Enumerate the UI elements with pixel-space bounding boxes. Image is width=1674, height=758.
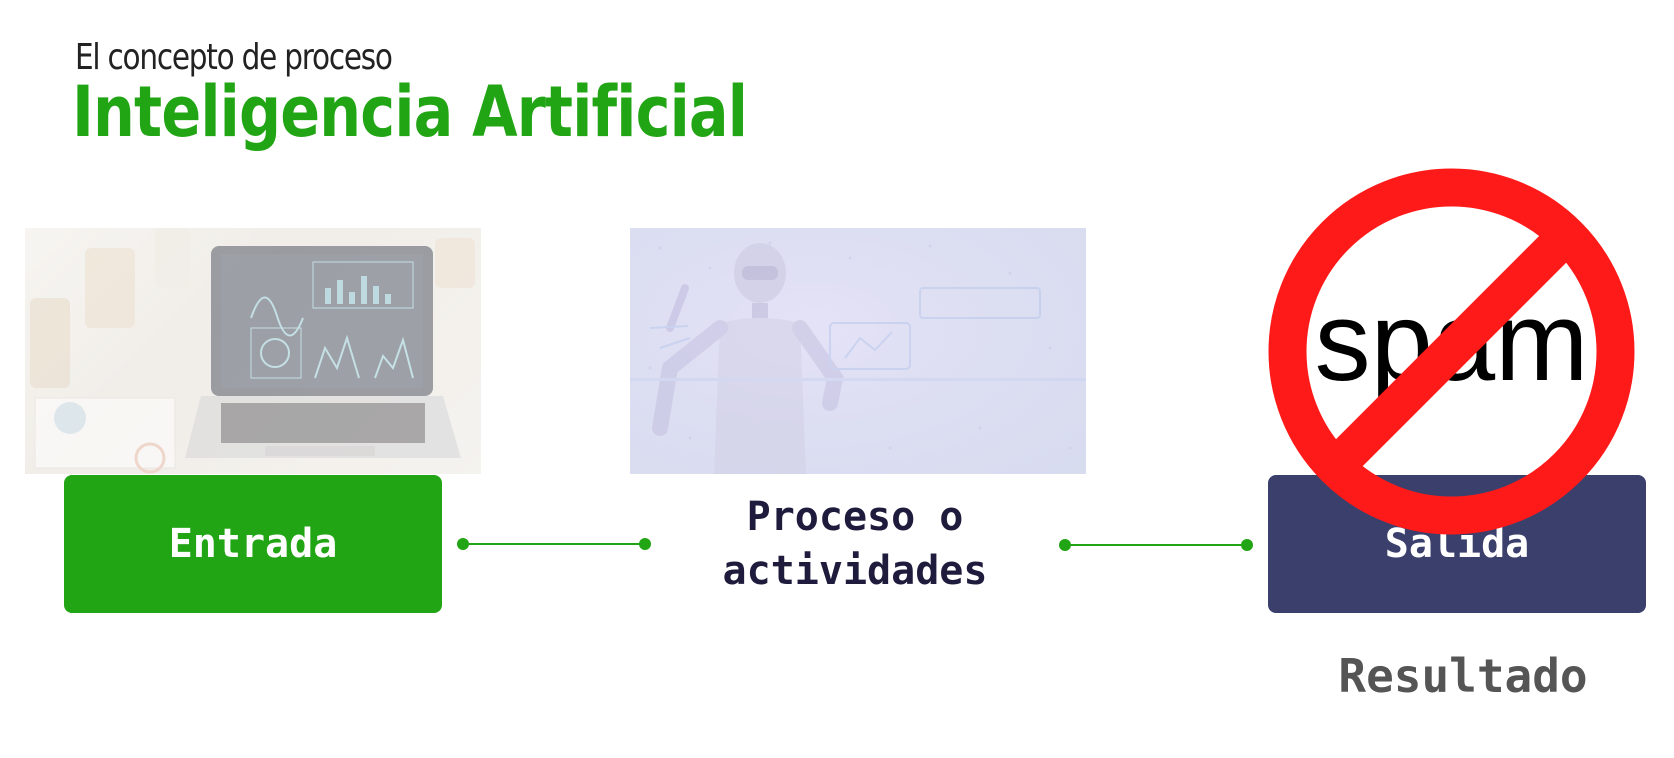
connector-dot-right [1241,539,1253,551]
prohibition-ring [1268,168,1635,535]
process-label-line2: actividades [722,548,988,594]
connector-dot-right [639,538,651,550]
robot-photo-illustration [630,241,1086,474]
input-label: Entrada [168,521,338,567]
slide-title: Inteligencia Artificial [72,71,748,153]
no-spam-icon: spam [1268,168,1635,535]
connector-input-process [457,538,651,550]
laptop-dashboard-photo [25,228,481,474]
slide-subtitle: El concepto de proceso [75,37,393,78]
process-label-line1: Proceso o [746,494,964,540]
prohibition-slash [1320,220,1582,482]
laptop-photo-illustration [25,228,481,474]
process-label: Proceso o actividades [650,490,1060,598]
result-label: Resultado [1338,649,1588,703]
connector-dot-left [1059,539,1071,551]
robot-hologram-photo [630,228,1086,474]
connector-dot-left [457,538,469,550]
input-box: Entrada [64,475,442,613]
connector-process-output [1059,539,1253,551]
